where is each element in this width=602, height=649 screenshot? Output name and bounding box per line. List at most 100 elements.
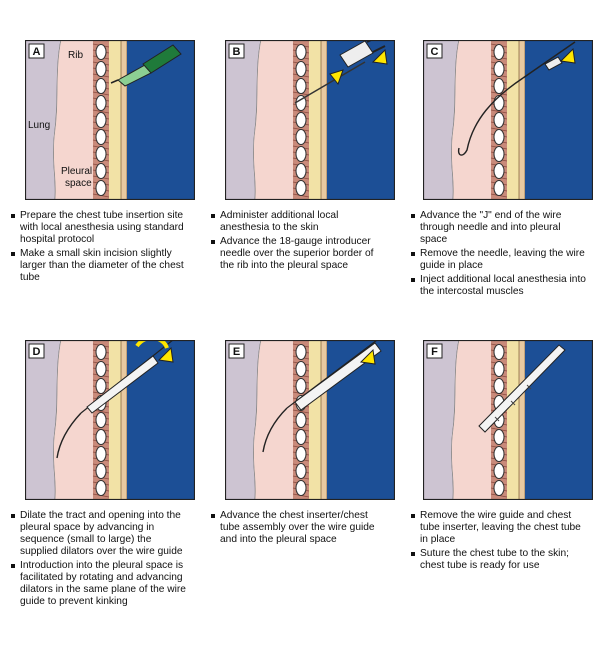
fat-layer: [109, 340, 121, 500]
caption-d: Dilate the tract and opening into the pl…: [10, 510, 190, 610]
caption-f: Remove the wire guide and chest tube ins…: [410, 510, 590, 574]
rib: [493, 180, 505, 196]
caption-bullet: Suture the chest tube to the skin; chest…: [410, 548, 590, 572]
chest-wall-layers: [25, 40, 195, 200]
rib: [295, 180, 307, 196]
dilator-illustration: [56, 340, 174, 459]
skin-layer: [518, 340, 526, 500]
direction-arrow: [559, 47, 576, 64]
direction-arrow: [359, 348, 376, 365]
caption-bullet: Advance the chest inserter/chest tube as…: [210, 510, 390, 546]
outside-body: [327, 40, 395, 200]
rib: [95, 463, 107, 479]
skin-layer: [120, 340, 128, 500]
rib: [95, 61, 107, 77]
panel-letter: C: [431, 46, 439, 58]
anatomy-diagram-f: F: [423, 340, 593, 500]
rib: [95, 378, 107, 394]
rib: [493, 95, 505, 111]
panel-letter-badge: [28, 43, 45, 59]
rib: [493, 429, 505, 445]
syringe-needle-illustration: [294, 40, 386, 104]
panel-frame: [225, 340, 395, 500]
caption-bullet: Administer additional local anesthesia t…: [210, 210, 390, 234]
caption-bullet: Make a small skin incision slightly larg…: [10, 248, 190, 284]
rib: [295, 44, 307, 60]
rib: [295, 61, 307, 77]
panel-letter-badge: [426, 43, 443, 59]
caption-bullet: Advance the "J" end of the wire through …: [410, 210, 590, 246]
caption-bullet: Remove the needle, leaving the wire guid…: [410, 248, 590, 272]
fat-layer: [109, 40, 121, 200]
rib: [95, 429, 107, 445]
chest-wall-layers: [423, 40, 593, 200]
panel-frame: [423, 40, 593, 200]
caption-bullet: Advance the 18-gauge introducer needle o…: [210, 236, 390, 272]
anatomy-diagram-b: B: [225, 40, 395, 200]
rib: [95, 361, 107, 377]
rib: [95, 146, 107, 162]
caption-bullet: Prepare the chest tube insertion site wi…: [10, 210, 190, 246]
caption-c: Advance the "J" end of the wire through …: [410, 210, 590, 300]
rib: [493, 446, 505, 462]
panel-letter: A: [33, 46, 41, 58]
rib: [295, 378, 307, 394]
rib: [95, 44, 107, 60]
caption-bullet: Introduction into the pleural space is f…: [10, 560, 190, 608]
chest-wall-layers: [423, 340, 593, 500]
panel-f: F: [423, 340, 593, 500]
chest-tube-illustration: [478, 344, 566, 433]
rib: [295, 361, 307, 377]
rib: [295, 463, 307, 479]
fat-layer: [507, 340, 519, 500]
outside-body: [127, 340, 195, 500]
panel-letter-badge: [228, 343, 245, 359]
rib: [295, 412, 307, 428]
rib: [295, 129, 307, 145]
rib: [95, 412, 107, 428]
rib: [95, 112, 107, 128]
direction-arrow: [157, 346, 174, 363]
pleural-space-label-line1: Pleural: [61, 166, 92, 177]
panel-b: B: [225, 40, 395, 200]
anatomy-diagram-a: Rib Lung Pleural space A: [25, 40, 195, 200]
caption-b: Administer additional local anesthesia t…: [210, 210, 390, 274]
panel-letter: D: [33, 346, 41, 358]
outside-body: [327, 340, 395, 500]
guide-wire-illustration: [457, 41, 576, 156]
rib: [493, 163, 505, 179]
muscle-fiber: [292, 109, 310, 114]
muscle-fiber: [490, 109, 508, 114]
rib-label: Rib: [68, 50, 83, 61]
caption-bullet: Remove the wire guide and chest tube ins…: [410, 510, 590, 546]
skin-layer: [518, 40, 526, 200]
muscle-fiber: [92, 109, 110, 114]
panel-e: E: [225, 340, 395, 500]
muscle-fiber: [292, 409, 310, 414]
caption-bullet: Dilate the tract and opening into the pl…: [10, 510, 190, 558]
panel-d: D: [25, 340, 195, 500]
panel-letter: B: [233, 46, 241, 58]
rib: [295, 429, 307, 445]
rib: [95, 129, 107, 145]
panel-frame: [25, 40, 195, 200]
rib: [493, 463, 505, 479]
rib: [493, 480, 505, 496]
chest-wall-layers: [225, 40, 395, 200]
panel-letter-badge: [28, 343, 45, 359]
panel-letter-badge: [228, 43, 245, 59]
rib: [493, 78, 505, 94]
rib: [295, 78, 307, 94]
rib: [493, 361, 505, 377]
rib: [95, 446, 107, 462]
rib: [295, 480, 307, 496]
rib: [493, 112, 505, 128]
panel-frame: [25, 340, 195, 500]
caption-e: Advance the chest inserter/chest tube as…: [210, 510, 390, 548]
panel-letter-badge: [426, 343, 443, 359]
rib: [295, 163, 307, 179]
rib: [95, 95, 107, 111]
rib: [493, 378, 505, 394]
rib: [493, 146, 505, 162]
rib: [95, 180, 107, 196]
